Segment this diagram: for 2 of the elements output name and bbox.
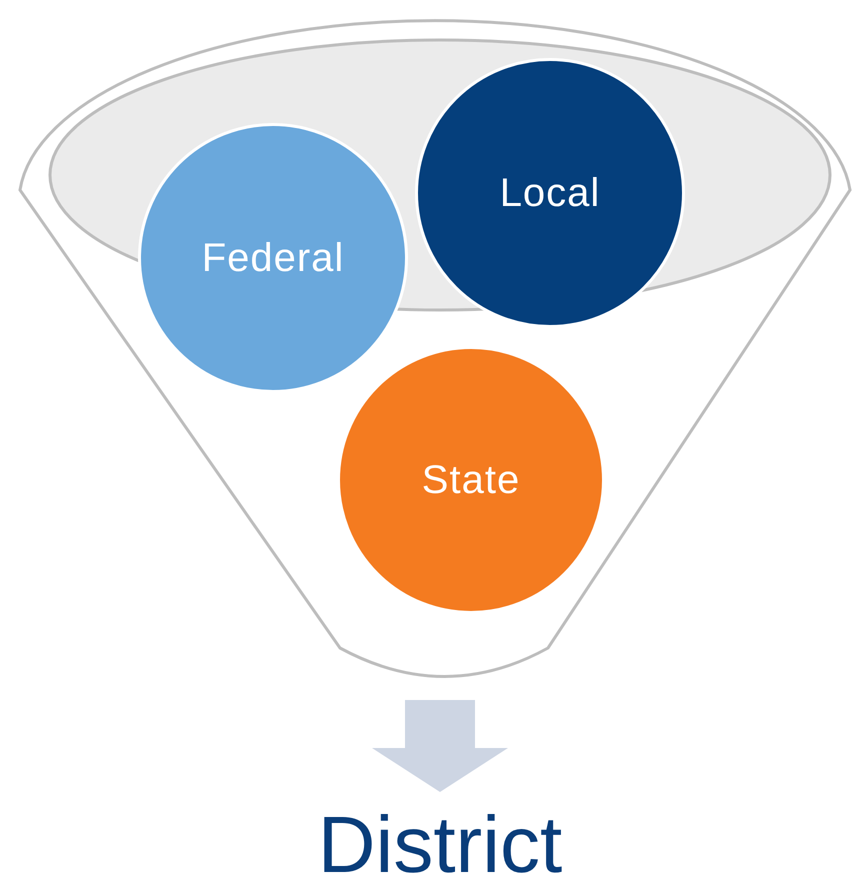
output-label: District [270,800,610,890]
block-arrow [372,700,508,792]
